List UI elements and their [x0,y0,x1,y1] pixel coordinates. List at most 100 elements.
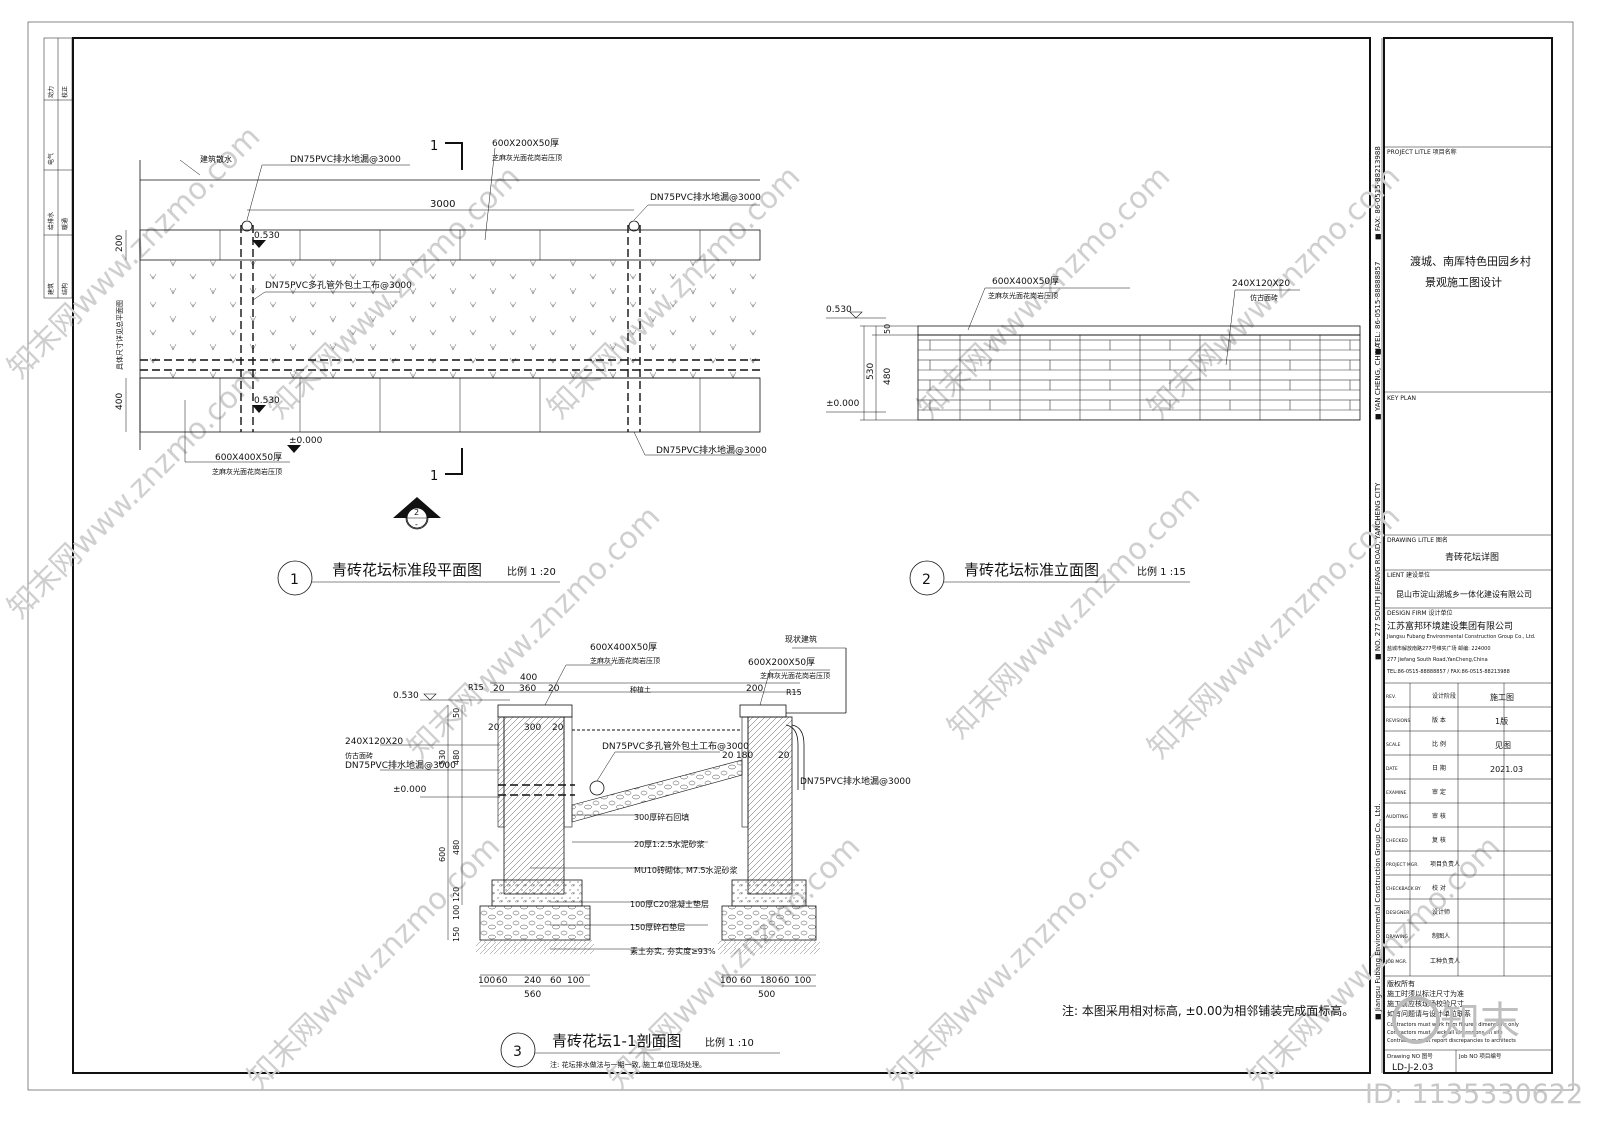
strip-tel: ■ TEL: 86-0515-88888857 [1374,262,1382,355]
section-num: 3 [513,1044,522,1060]
watermark-text: 知末网www.znzmo.com [881,829,1147,1095]
dim-bottom-r: 60 [778,976,790,986]
row-en: CHECKBACK BY [1386,886,1421,892]
dim-top: 20 [778,751,790,761]
dim-bottom-l: 100 [567,976,584,986]
label-drain-top: DN75PVC排水地漏@3000 [290,153,401,165]
dim-bottom-l: 100 [478,976,495,986]
copy-line: 施工前应核现场校验尺寸 [1387,999,1464,1008]
watermark-logo: 知末 [1392,996,1520,1045]
view-ref-number: 2 [414,508,419,517]
sec-label-drain-r: DN75PVC排水地漏@3000 [800,775,911,787]
dim-top: 20 [722,751,734,761]
strip-label: 给排水 [47,212,55,230]
copy-line: Contractors must work from figured dimen… [1387,1022,1519,1028]
dim-left: 120 [452,887,461,902]
drain-icon [628,220,640,232]
watermark-text: 知末网www.znzmo.com [241,829,507,1095]
copy-line: Contractors must check all dimensions on… [1387,1030,1503,1036]
row-cn: 比 例 [1432,740,1446,748]
row-val: 见图 [1495,741,1511,750]
r15-right: R15 [786,688,802,697]
label-cap-bottom: 600X400X50厚 [215,452,282,463]
drawing-label: DRAWING LITLE 图名 [1387,536,1448,544]
copy-line: 如有问题请与设计单位联系 [1387,1009,1471,1018]
row-cn: 日 期 [1432,764,1446,772]
row-cn: 设计阶段 [1432,692,1456,700]
dim-200: 200 [115,235,125,252]
row-cn: 项目负责人 [1430,860,1460,868]
dim-left: 150 [452,927,461,942]
row-val: 2021.03 [1490,765,1523,774]
elevation-marker-icon [287,445,301,453]
copy-line: 施工时须以标注尺寸为准 [1387,989,1464,998]
layer-label: 素土夯实, 夯实度≥93% [630,946,716,956]
copyright-label: 版权所有 [1387,979,1415,988]
row-cn: 版 本 [1432,716,1446,724]
row-en: REV. [1386,694,1396,700]
row-en: JOB MGR. [1385,959,1407,965]
strip-company: ■ Jiangsu Fubang Environmental Construct… [1374,803,1382,1020]
client-name: 昆山市淀山湖城乡一体化建设有限公司 [1396,589,1532,599]
watermark-text: 知末网www.znzmo.com [941,479,1207,745]
elev-0: ±0.000 [289,436,323,446]
dim-530: 530 [866,363,876,380]
row-val: 1版 [1495,716,1508,726]
drain-pipe-icon [589,780,605,796]
title-block-frame [1383,37,1553,1074]
section-title: 青砖花坛1-1剖面图 [552,1032,682,1050]
label-cap-top: 600X200X50厚 [492,138,559,149]
label-building: 建筑散水 [200,154,232,164]
dim-bottom-r: 100 [794,976,811,986]
left-discipline-strip: 动力 校正 电气 给排水 暖通 建筑 结构 [43,37,73,299]
elev-zero: ±0.000 [826,399,860,409]
dim-top: 200 [746,684,763,694]
sec-elev-top: 0.530 [393,691,419,701]
sec-label-pipe: DN75PVC多孔管外包土工布@3000 [602,740,749,752]
row-en: DRAWING [1386,934,1408,940]
dim-bottom-l: 240 [524,976,541,986]
strip-label: 动力 [47,86,55,98]
strip-fax: ■ FAX: 86-0515-88213988 [1374,146,1382,240]
view-ref-sheet: - [415,520,418,529]
row-cn: 审 核 [1432,812,1446,820]
sec-label-cap-l: 600X400X50厚 [590,642,657,653]
drain-icon [241,220,253,232]
design-addr-en: 277 Jiefang South Road,YanCheng,China [1387,657,1488,663]
row-en: REVISIONS [1386,718,1410,724]
section-mark: 1 [430,469,438,484]
row-cn: 制图人 [1432,932,1450,940]
dim-left: 600 [438,847,447,862]
elev-top: 0.530 [826,305,852,315]
dim-left: 100 [452,905,461,920]
dim-top: 20 [488,723,500,733]
dim-top: 20 [552,723,564,733]
dim-left: 480 [452,750,461,765]
dim-top: 400 [520,673,537,683]
design-en: Jiangsu Fubang Environmental Constructio… [1386,634,1536,640]
dim-480: 480 [883,368,893,385]
dim-top: 360 [519,684,536,694]
layer-label: 100厚C20混凝土垫层 [630,899,709,909]
row-en: AUDITING [1386,814,1409,820]
watermark-text: 知末网www.znzmo.com [1,359,267,625]
design-label: DESIGN FIRM 设计单位 [1387,609,1453,617]
dim-3000: 3000 [430,199,455,210]
dim-side-label: 具体尺寸详见总平面图 [115,300,124,370]
strip-address: ■ NO. 277 SOUTH JIEFANG ROAD, YANCHENG C… [1374,482,1382,660]
strip-label: 暖通 [61,218,69,230]
elev-2: 0.530 [254,396,280,406]
elevation-marker-icon [252,405,266,413]
strip-label: 建筑 [47,283,55,295]
view-number-circle [909,560,945,596]
drawing-no-label: Drawing NO 图号 [1387,1052,1433,1060]
elev-label-cap: 600X400X50厚 [992,276,1059,287]
elev-1: 0.530 [254,231,280,241]
watermark-id: ID: 1135330622 [1365,1079,1583,1110]
row-en: EXAMINE [1386,790,1407,796]
sec-label-brick: 240X120X20 [345,737,403,747]
row-cn: 工种负责人 [1430,957,1460,965]
job-no-label: Job NO 项目编号 [1458,1052,1502,1060]
view-number-circle [500,1032,536,1068]
